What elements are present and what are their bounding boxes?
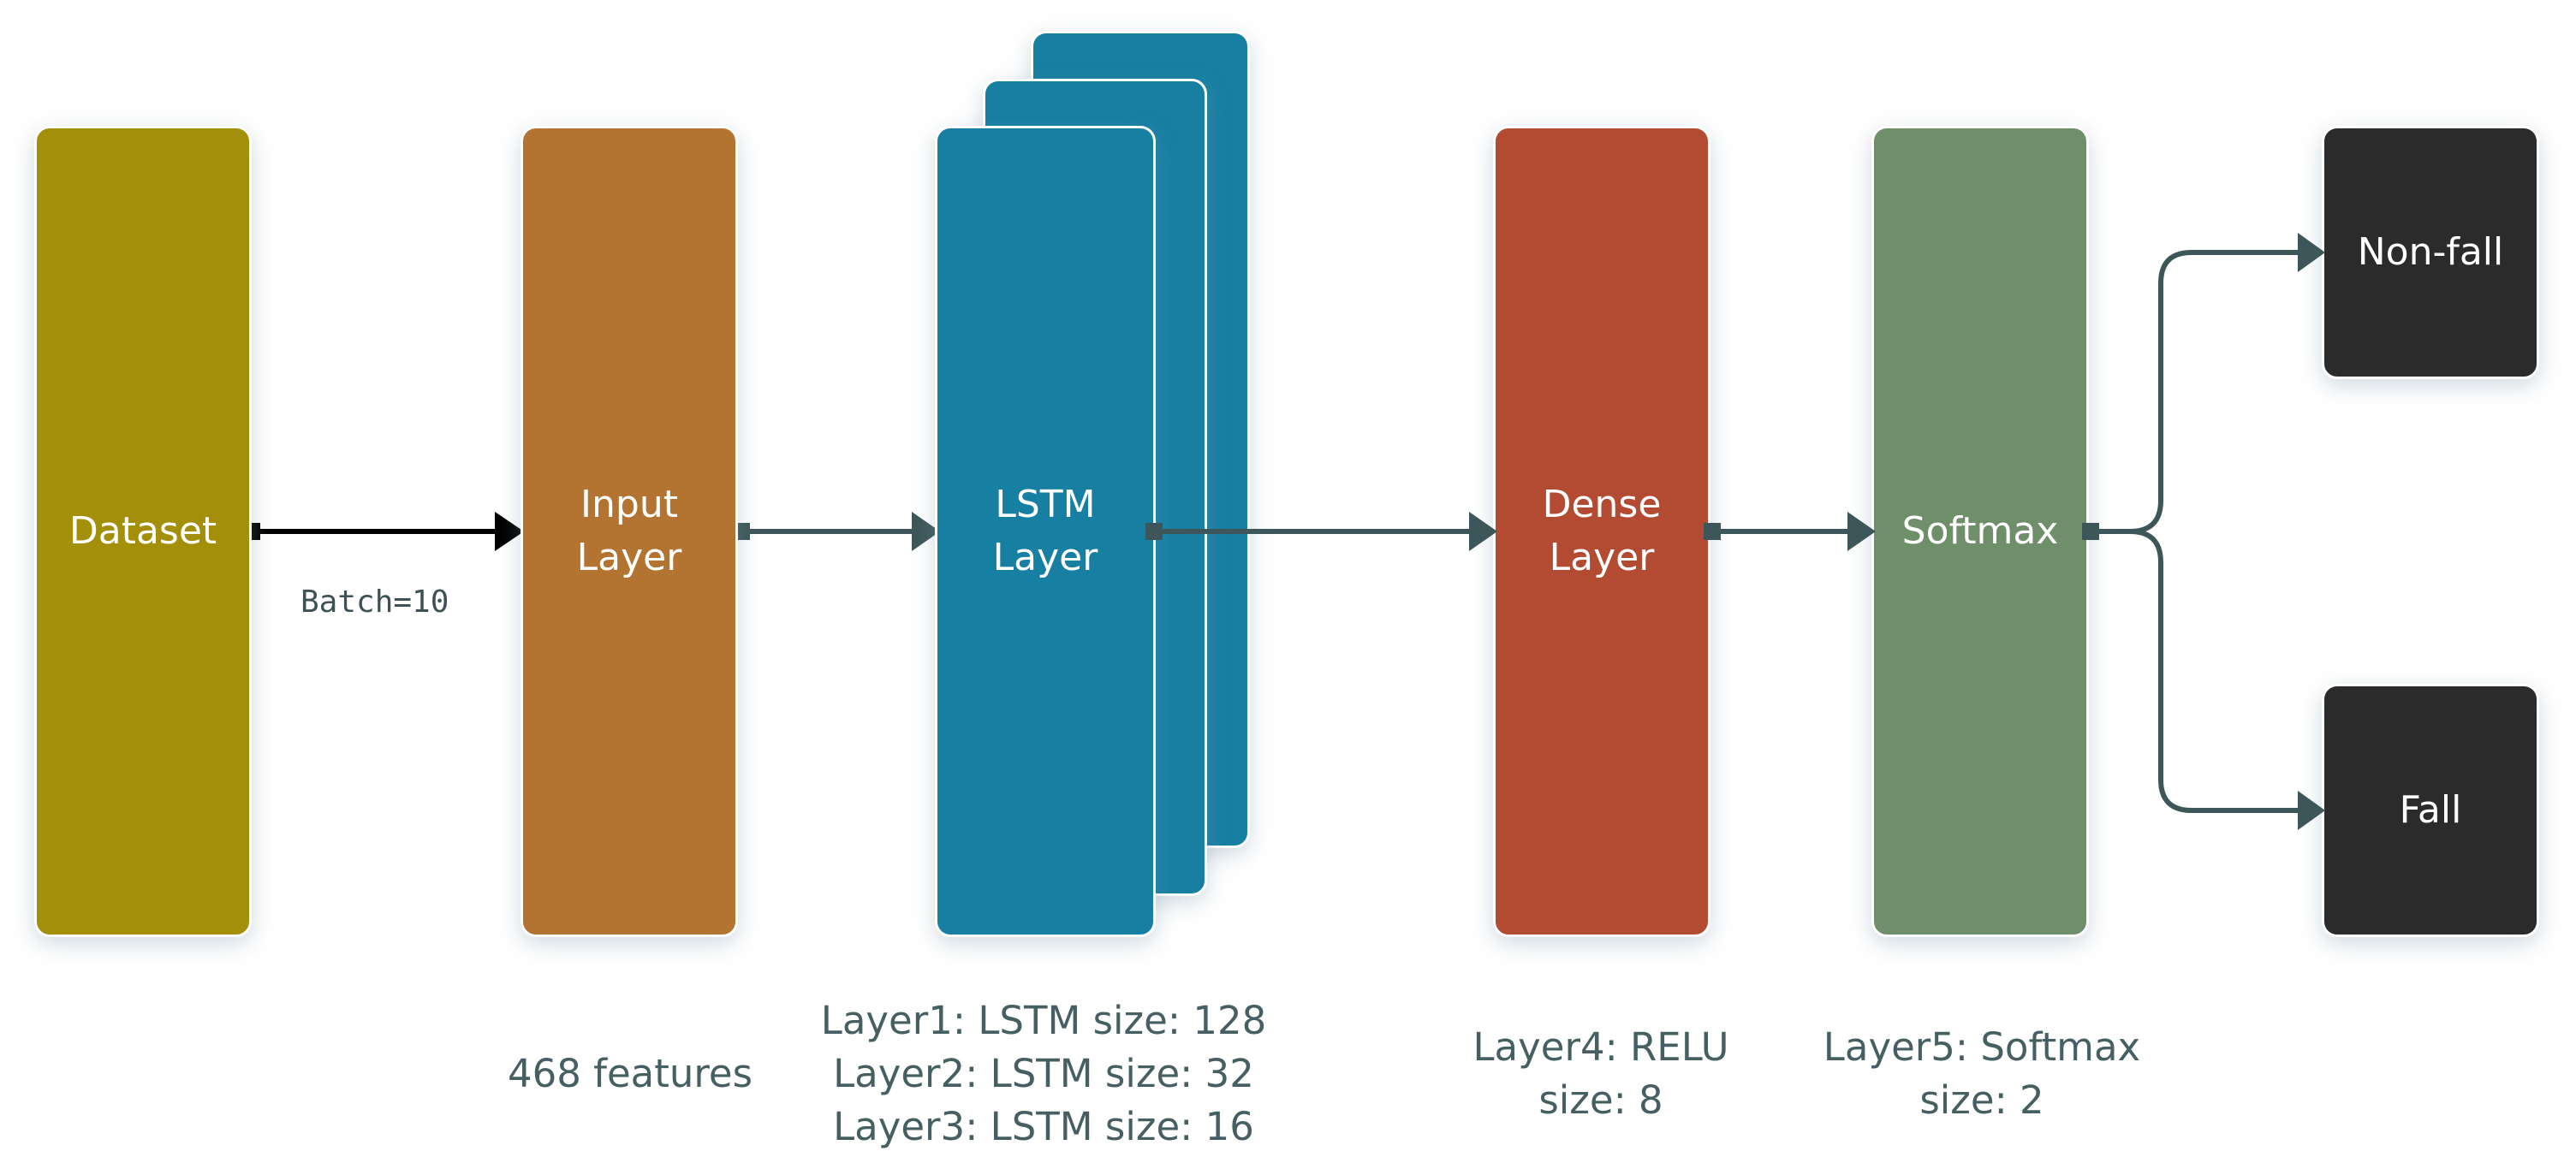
caption-line: Layer1: LSTM size: 128	[820, 998, 1267, 1043]
lstm-layer-caption: Layer1: LSTM size: 128 Layer2: LSTM size…	[821, 994, 1266, 1154]
softmax-block: Softmax	[1871, 126, 2089, 937]
edge-lstm-to-dense	[1145, 512, 1497, 551]
dense-layer-caption: Layer4: RELU size: 8	[1472, 1021, 1728, 1127]
non-fall-label: Non-fall	[2357, 230, 2504, 275]
softmax-label: Softmax	[1901, 509, 2059, 554]
caption-line: size: 8	[1538, 1077, 1663, 1123]
caption-line: Layer5: Softmax	[1823, 1024, 2141, 1070]
dense-layer-label-line1: Dense	[1542, 483, 1662, 527]
input-layer-label-line1: Input	[580, 483, 678, 527]
edge-start-marker	[2082, 523, 2099, 540]
dataset-label: Dataset	[68, 509, 217, 554]
input-layer-label-line2: Layer	[576, 536, 682, 579]
edge-to-non-fall	[2129, 250, 2303, 534]
fall-label: Fall	[2399, 788, 2462, 833]
edge-start-marker	[1704, 523, 1721, 540]
arrowhead	[1469, 512, 1497, 551]
fall-output-block: Fall	[2322, 684, 2539, 937]
edge-to-fall	[2129, 529, 2303, 813]
caption-line: Layer4: RELU	[1472, 1024, 1729, 1070]
input-layer-block: Input Layer	[521, 126, 738, 937]
input-layer-caption: 468 features	[508, 1047, 753, 1101]
dataset-block: Dataset	[34, 126, 252, 937]
caption-line: 468 features	[507, 1051, 753, 1096]
edge-softmax-to-outputs	[2082, 233, 2325, 830]
batch-label: Batch=10	[300, 584, 449, 620]
lstm-layer-label-line2: Layer	[992, 536, 1098, 579]
non-fall-output-block: Non-fall	[2322, 126, 2539, 379]
edge-dense-to-softmax	[1704, 512, 1876, 551]
arrowhead	[1847, 512, 1876, 551]
lstm-layer-label-line1: LSTM	[995, 483, 1096, 527]
arrowhead	[2298, 791, 2325, 830]
arrowhead	[495, 512, 524, 551]
dense-layer-label-line2: Layer	[1549, 536, 1655, 579]
arrowhead	[2298, 233, 2325, 272]
edge-start-marker	[1145, 523, 1163, 540]
softmax-caption: Layer5: Softmax size: 2	[1823, 1021, 2140, 1127]
caption-line: Layer2: LSTM size: 32	[833, 1051, 1254, 1096]
caption-line: Layer3: LSTM size: 16	[833, 1104, 1254, 1149]
arrowhead	[912, 512, 940, 551]
lstm-layer-block: LSTM Layer	[935, 126, 1156, 937]
caption-line: size: 2	[1919, 1077, 2044, 1123]
